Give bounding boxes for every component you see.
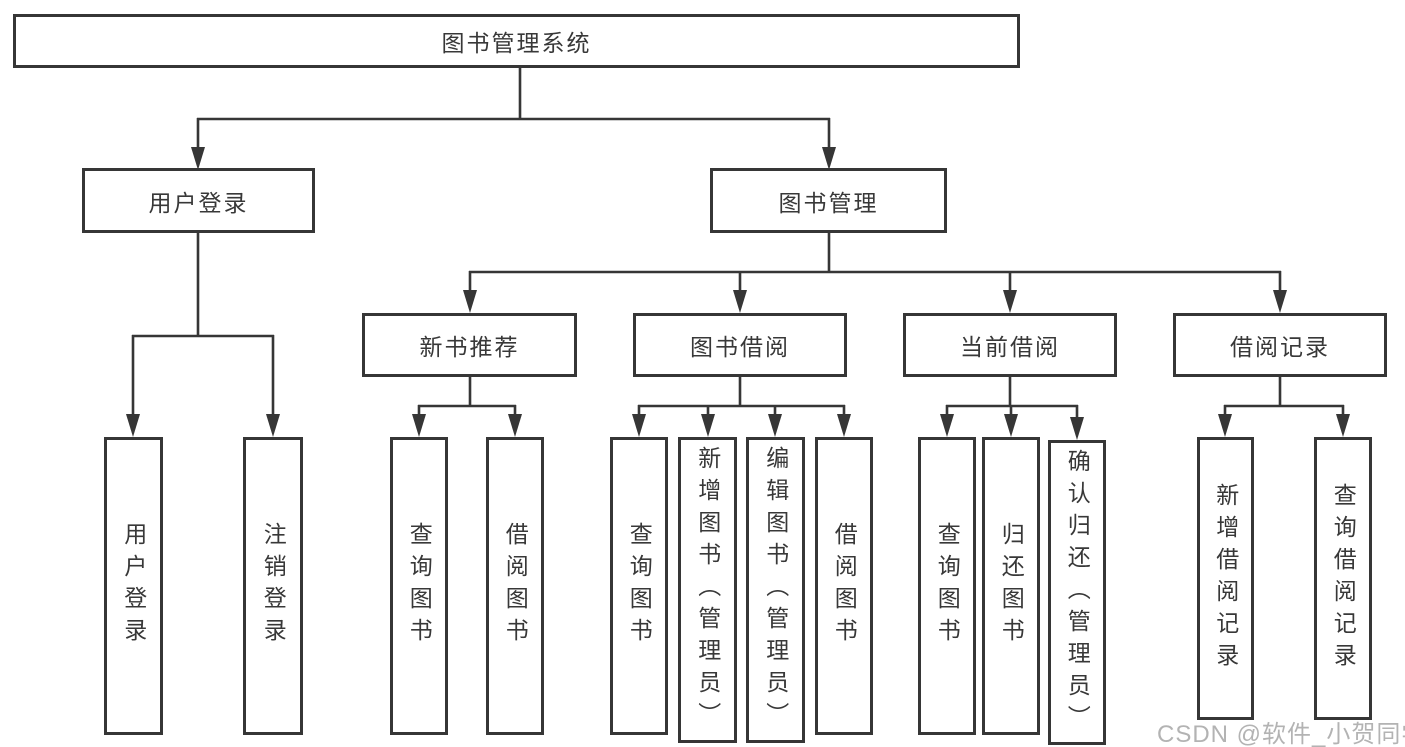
connector-borrowrecords-to-leaves	[1223, 377, 1345, 416]
node-label: 新书推荐	[419, 334, 520, 360]
node-label: 注销登录	[260, 522, 287, 650]
leaf-borrow-books-2: 借阅图书	[815, 437, 873, 735]
leaf-query-books-3: 查询图书	[918, 437, 976, 735]
watermark: CSDN @软件_小贺同学	[1157, 721, 1405, 747]
node-label: 借阅图书	[502, 522, 529, 650]
leaf-query-books-2: 查询图书	[610, 437, 668, 735]
node-label: 图书管理系统	[441, 30, 592, 56]
leaf-add-borrow-record: 新增借阅记录	[1197, 437, 1254, 720]
leaf-add-book-admin: 新增图书（管理员）	[678, 437, 737, 743]
leaf-logout-login: 注销登录	[243, 437, 303, 735]
node-label: 用户登录	[148, 189, 249, 216]
leaf-edit-book-admin: 编辑图书（管理员）	[746, 437, 805, 743]
node-label: 确认归还（管理员）	[1064, 448, 1091, 737]
node-label: 新增借阅记录	[1212, 482, 1239, 675]
leaf-borrow-books-1: 借阅图书	[486, 437, 544, 735]
connector-bookmgmt-to-level3	[468, 233, 1282, 292]
node-label: 借阅图书	[831, 522, 858, 650]
node-label: 查询图书	[626, 522, 653, 650]
node-label: 用户登录	[120, 522, 147, 650]
node-label: 归还图书	[998, 522, 1025, 650]
node-label: 编辑图书（管理员）	[762, 446, 789, 734]
node-label: 当前借阅	[960, 334, 1060, 360]
leaf-return-books: 归还图书	[982, 437, 1040, 735]
leaf-user-login: 用户登录	[104, 437, 163, 735]
node-label: 查询图书	[934, 522, 961, 650]
node-label: 新增图书（管理员）	[694, 446, 721, 734]
connector-newbook-to-leaves	[417, 377, 517, 416]
node-borrow-records: 借阅记录	[1173, 313, 1387, 377]
leaf-query-books-1: 查询图书	[390, 437, 448, 735]
connector-bookborrow-to-leaves	[637, 377, 846, 416]
node-book-management: 图书管理	[710, 168, 947, 233]
arrowheads	[126, 147, 1350, 440]
leaf-query-borrow-record: 查询借阅记录	[1314, 437, 1372, 720]
connector-userlogin-to-leaves	[131, 233, 275, 416]
node-current-borrow: 当前借阅	[903, 313, 1117, 377]
node-label: 借阅记录	[1230, 334, 1330, 360]
node-library-system: 图书管理系统	[13, 14, 1020, 68]
node-book-borrow: 图书借阅	[633, 313, 847, 377]
node-label: 查询图书	[406, 522, 433, 650]
node-new-book-recommend: 新书推荐	[362, 313, 577, 377]
leaf-confirm-return-admin: 确认归还（管理员）	[1048, 440, 1106, 745]
node-user-login: 用户登录	[82, 168, 315, 233]
node-label: 查询借阅记录	[1330, 482, 1357, 675]
node-label: 图书借阅	[690, 334, 790, 360]
connector-root-to-level2	[196, 68, 831, 149]
node-label: 图书管理	[778, 189, 879, 216]
connector-currentborrow-to-leaves	[945, 377, 1079, 417]
